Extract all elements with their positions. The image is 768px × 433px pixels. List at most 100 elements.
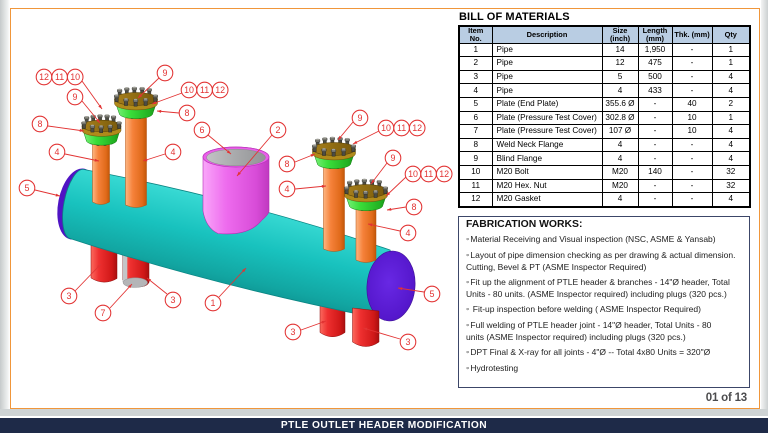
bom-cell: - — [637, 97, 673, 112]
bolt-top-highlight — [345, 137, 350, 140]
header-pipe-body — [62, 169, 394, 318]
bolt-top-highlight — [132, 86, 137, 89]
balloon-circle — [278, 180, 296, 198]
balloon-7: 7 — [94, 283, 133, 322]
leader-arrowhead — [398, 287, 403, 291]
bullet-icon: ◦ — [466, 304, 470, 316]
balloon-number: 12 — [412, 123, 422, 133]
bom-cell: 4 — [601, 83, 639, 99]
balloon-number: 12 — [39, 72, 49, 82]
balloon-circle — [269, 121, 287, 139]
bom-cell: 4 — [711, 124, 751, 139]
leader-arrowhead — [363, 327, 368, 331]
pressure-test-cover-12in — [206, 148, 266, 167]
leg-2-test-cover-plate — [122, 277, 148, 288]
balloon-number: 2 — [276, 125, 281, 135]
balloon-circle — [18, 179, 36, 197]
page-indicator: 01 of 13 — [705, 392, 747, 404]
bom-cell: 8 — [458, 137, 493, 153]
balloon-number: 5 — [25, 183, 30, 193]
support-leg-4 — [352, 307, 380, 347]
bom-cell: 10 — [671, 110, 713, 126]
bolt-top-highlight — [330, 136, 335, 139]
balloon-circle — [66, 68, 84, 86]
balloon-circle — [211, 81, 229, 99]
balloon-3: 3 — [284, 320, 327, 341]
leader-arrowhead — [94, 158, 99, 162]
page-left-shadow — [0, 0, 10, 410]
bolt-top-highlight — [84, 115, 89, 118]
bom-cell: 5 — [458, 97, 493, 112]
balloon-number: 3 — [406, 337, 411, 347]
leader-arrowhead — [237, 171, 241, 176]
balloon-circle — [66, 88, 84, 106]
balloon-number: 4 — [406, 228, 411, 238]
leader-line — [300, 320, 327, 331]
balloon-number: 8 — [38, 119, 43, 129]
leg-4-body — [352, 307, 380, 347]
bom-cell: - — [637, 178, 673, 194]
branch-12in-pipe — [202, 146, 270, 235]
bom-cell: 4 — [711, 69, 751, 85]
bolt-top-highlight — [315, 138, 320, 141]
balloon-4: 4 — [278, 180, 327, 198]
bolt-top-highlight — [124, 98, 128, 100]
balloon-circle — [164, 143, 182, 161]
bom-cell: 32 — [711, 178, 751, 194]
balloon-circle — [284, 323, 302, 341]
bom-cell: Pipe — [491, 69, 603, 85]
leader-line — [74, 263, 102, 292]
bom-cell: - — [671, 83, 713, 99]
flange-assembly-4 — [344, 178, 388, 211]
balloon-number: 4 — [171, 147, 176, 157]
balloon-circle — [60, 287, 78, 305]
leader-arrowhead — [226, 150, 231, 154]
balloon-number: 8 — [185, 108, 190, 118]
bom-cell: 475 — [637, 56, 673, 71]
fabrication-item: ◦Fit up the alignment of PTLE header & b… — [466, 277, 730, 300]
bom-cell: 3 — [458, 69, 493, 85]
fabrication-item: ◦DPT Final & X-ray for all joints - 4"Ø … — [466, 347, 711, 359]
leader-arrowhead — [321, 321, 326, 324]
bolt-top-highlight — [140, 86, 144, 89]
balloon-number: 9 — [358, 113, 363, 123]
bom-cell: - — [637, 110, 673, 126]
bom-cell: Weld Neck Flange — [491, 137, 603, 153]
bom-cell: 5 — [601, 69, 639, 85]
bom-cell: Plate (End Plate) — [491, 97, 603, 112]
balloon-circle — [351, 109, 369, 127]
leader-arrowhead — [321, 184, 326, 188]
balloon-number: 7 — [101, 308, 106, 318]
bom-col-header-3: Length (mm) — [637, 25, 673, 44]
footer-title: PTLE OUTLET HEADER MODIFICATION — [280, 420, 488, 431]
balloon-circle — [94, 304, 112, 322]
fabrication-title: FABRICATION WORKS: — [466, 219, 583, 230]
bom-cell: 10 — [458, 165, 493, 180]
bullet-icon: ◦ — [466, 347, 470, 359]
bom-title: BILL OF MATERIALS — [459, 11, 570, 23]
balloon-number: 8 — [412, 202, 417, 212]
bom-cell: 4 — [711, 83, 751, 99]
balloon-4: 4 — [48, 143, 100, 162]
bolt-top-highlight — [344, 186, 349, 188]
bom-cell: 1 — [711, 56, 751, 71]
balloon-circle — [423, 285, 441, 303]
leader-arrowhead — [143, 158, 148, 162]
balloon-number: 11 — [200, 85, 209, 95]
bolt-top-highlight — [133, 98, 138, 101]
bolt-top-highlight — [354, 190, 358, 192]
bom-cell: 1,950 — [637, 42, 673, 58]
balloon-number: 4 — [285, 184, 290, 194]
leader-line — [109, 283, 133, 309]
